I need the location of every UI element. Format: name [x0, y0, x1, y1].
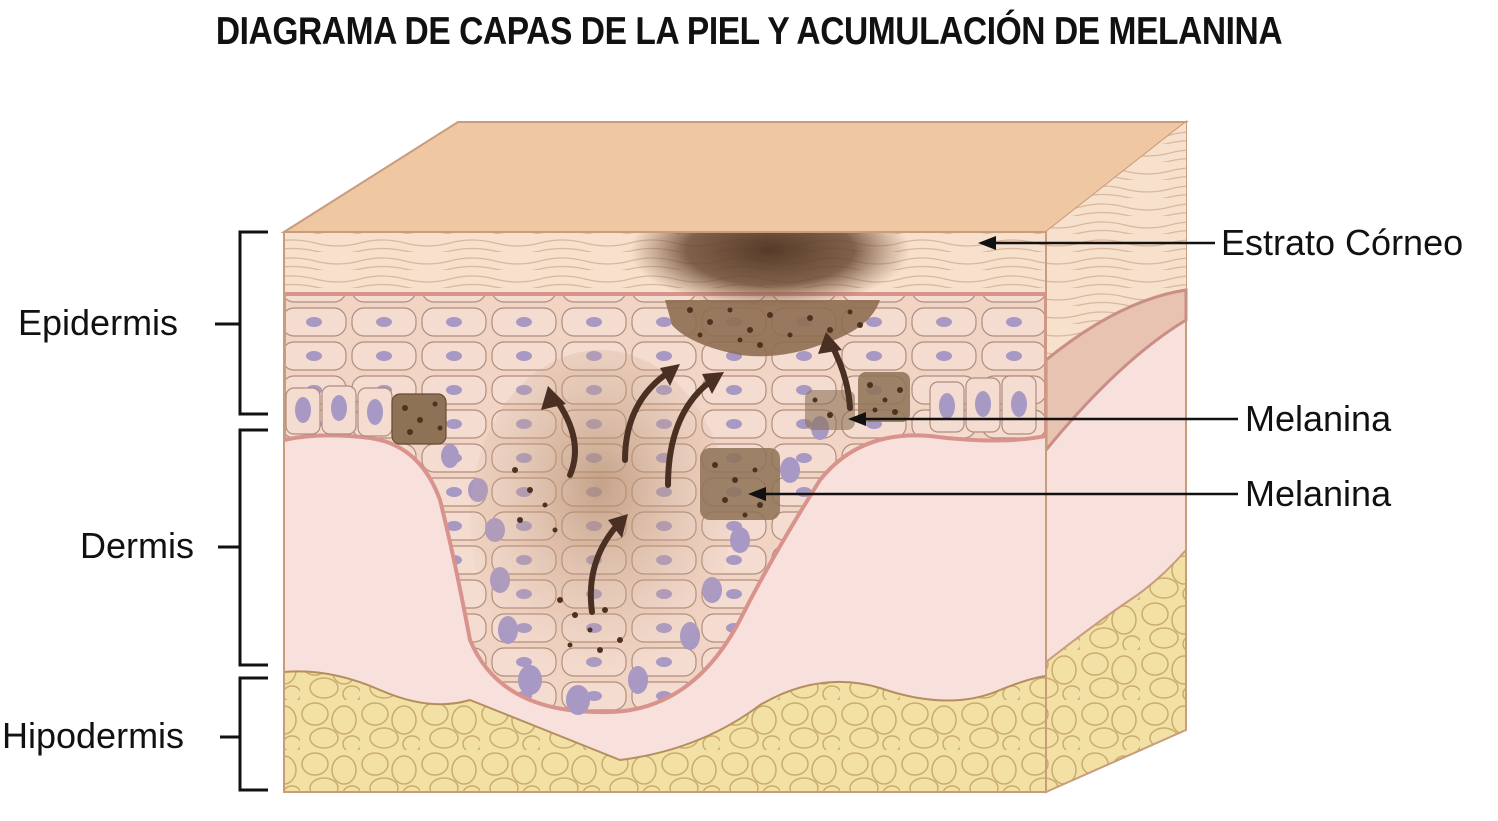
block-right-face	[1044, 119, 1188, 794]
label-epidermis: Epidermis	[18, 302, 179, 343]
hipodermis-bracket	[238, 676, 268, 792]
arrowhead-icon	[848, 412, 866, 426]
hyperpigmented-spot	[630, 232, 910, 308]
arrowhead-icon	[748, 487, 766, 501]
label-dermis: Dermis	[80, 525, 194, 566]
skin-surface-top-face	[280, 121, 1189, 233]
block-front-face	[284, 232, 1046, 792]
arrowhead-icon	[978, 236, 996, 250]
label-melanina-2: Melanina	[1245, 473, 1392, 514]
melanin-migration-arrows	[552, 339, 853, 615]
melanin-granules	[402, 382, 903, 653]
label-melanina-1: Melanina	[1245, 398, 1392, 439]
label-estrato-corneo: Estrato Córneo	[1221, 222, 1464, 263]
layer-brackets	[215, 230, 268, 792]
epidermis-bracket	[238, 230, 268, 416]
dermis-bracket	[238, 428, 268, 667]
leader-lines	[762, 241, 1238, 496]
label-hipodermis: Hipodermis	[2, 715, 185, 756]
diagram-title: DIAGRAMA DE CAPAS DE LA PIEL Y ACUMULACI…	[215, 10, 1283, 53]
